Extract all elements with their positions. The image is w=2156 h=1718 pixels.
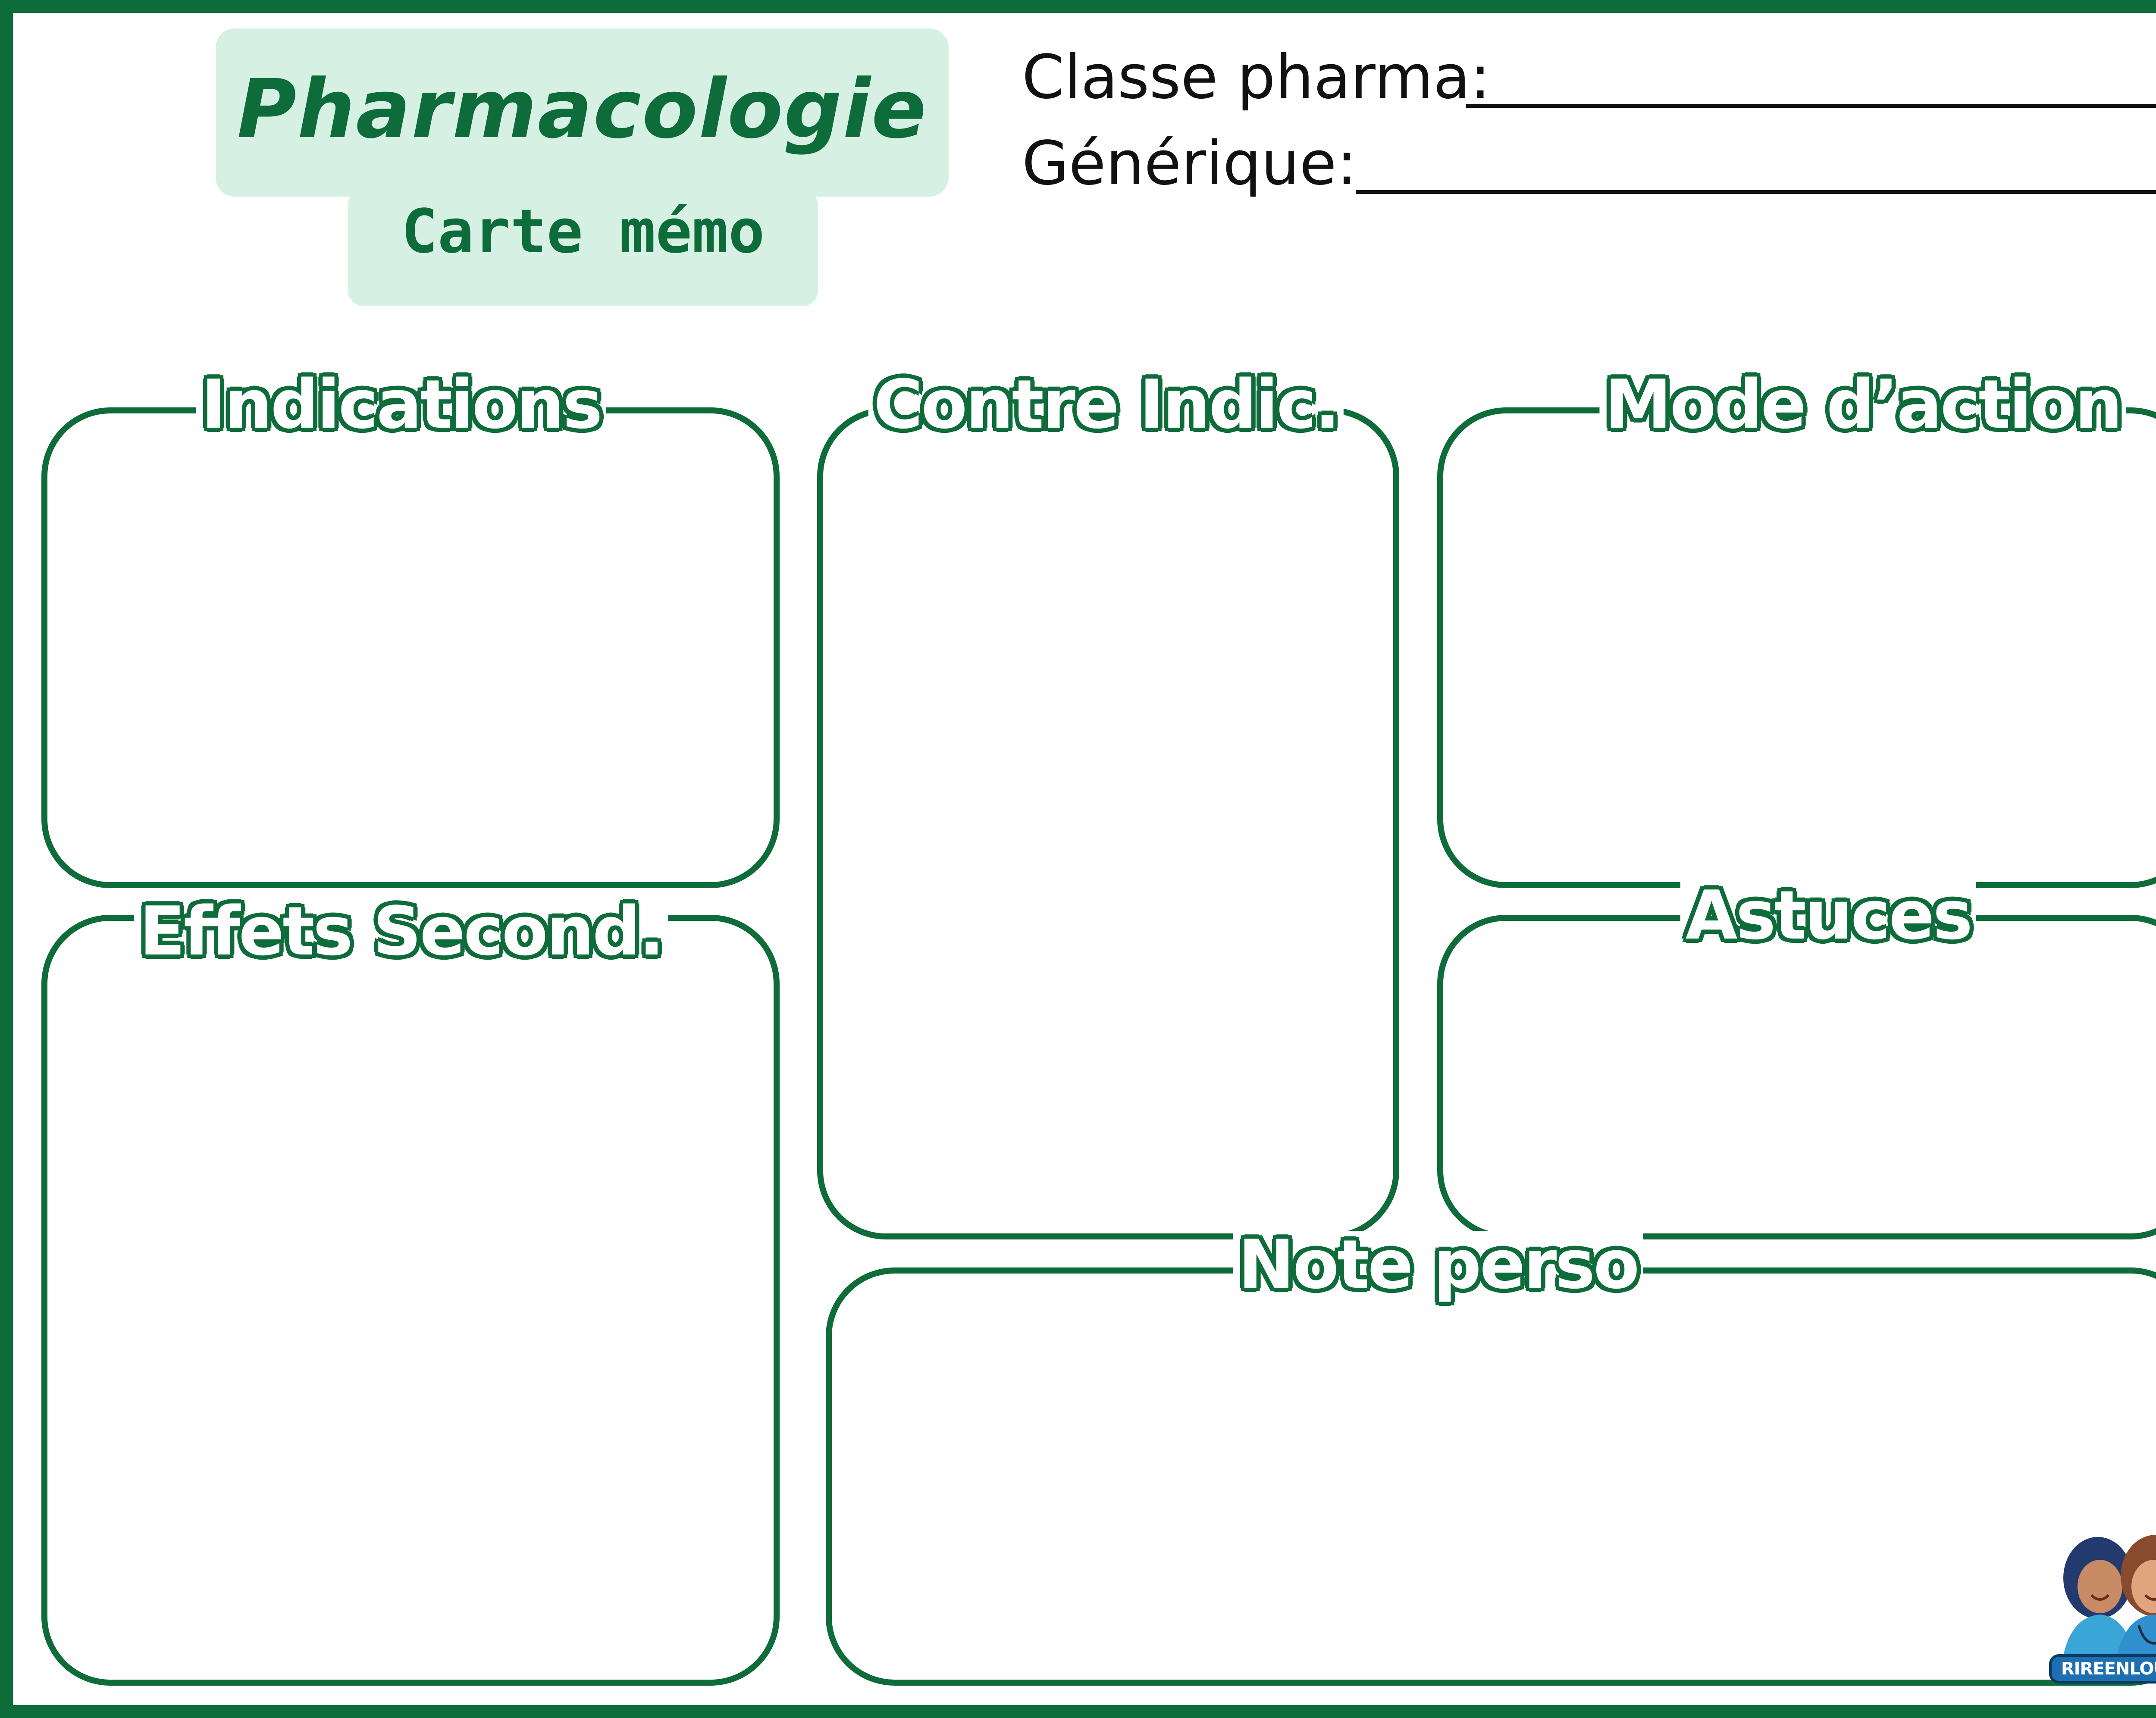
indications-box[interactable] xyxy=(41,407,780,888)
astuces-title-text: Astuces xyxy=(1685,876,1973,954)
logo-text: RIREENLOUSE xyxy=(2061,1659,2156,1679)
effets-second-box[interactable] xyxy=(41,915,780,1686)
astuces-title: Astuces xyxy=(1680,882,1977,949)
classe-pharma-field[interactable]: Classe pharma: xyxy=(1022,39,2156,121)
indications-title: Indications xyxy=(196,371,606,438)
title-plaque xyxy=(216,28,949,197)
generique-field[interactable]: Générique: xyxy=(1022,125,2156,207)
note-perso-title: Note perso xyxy=(1233,1231,1643,1298)
effets-second-title-text: Effets Second. xyxy=(139,892,664,970)
classe-pharma-label: Classe pharma: xyxy=(1022,42,1491,113)
mode-action-box[interactable] xyxy=(1437,407,2156,888)
contre-indic-box[interactable] xyxy=(817,407,1399,1239)
contre-indic-title: Contre Indic. xyxy=(868,371,1344,438)
subtitle-plaque xyxy=(348,190,818,306)
contre-indic-title-text: Contre Indic. xyxy=(873,365,1340,444)
astuces-box[interactable] xyxy=(1437,915,2156,1239)
mode-action-title-text: Mode d’action xyxy=(1604,365,2122,444)
nurses-logo-icon xyxy=(2049,1535,2156,1684)
mode-action-title: Mode d’action xyxy=(1599,371,2126,438)
generique-label: Générique: xyxy=(1022,128,1357,199)
note-perso-box[interactable] xyxy=(826,1267,2156,1686)
page-title: Pharmacologie xyxy=(237,62,928,156)
classe-pharma-blank-line[interactable] xyxy=(1466,104,2156,108)
generique-blank-line[interactable] xyxy=(1356,190,2156,194)
indications-title-text: Indications xyxy=(201,365,602,444)
effets-second-title: Effets Second. xyxy=(134,898,668,965)
rireenlouse-logo: RIREENLOUSE xyxy=(2046,1526,2156,1690)
note-perso-title-text: Note perso xyxy=(1238,1225,1640,1304)
page-subtitle: Carte mémo xyxy=(401,197,765,267)
